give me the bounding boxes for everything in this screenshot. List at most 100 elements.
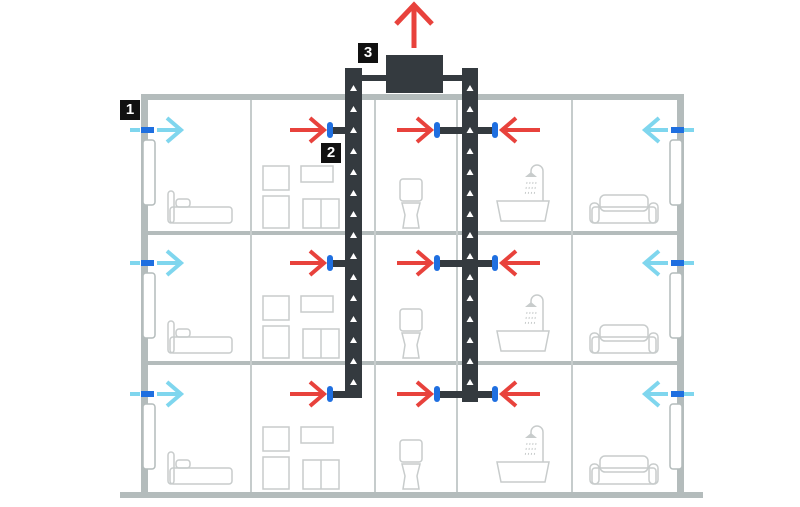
- toilet-tank: [399, 178, 423, 202]
- extract-valve-bathroom: [492, 386, 498, 402]
- water-drops: [527, 311, 531, 327]
- tub: [496, 461, 550, 483]
- water-drops: [533, 311, 537, 327]
- supply-vent-left: [141, 127, 154, 133]
- supply-vent-right: [671, 391, 684, 397]
- branch-duct-kitchen: [333, 260, 347, 267]
- stove: [262, 456, 290, 490]
- water-drops: [524, 442, 528, 458]
- airflow-up-marker: [350, 253, 357, 259]
- extract-valve-toilet: [434, 122, 440, 138]
- shower-head: [525, 302, 537, 307]
- toilet-tank: [399, 308, 423, 332]
- sofa-back: [599, 455, 649, 473]
- floor-1: [130, 116, 694, 229]
- toilet-bowl: [401, 463, 421, 490]
- fridge: [262, 426, 290, 452]
- sofa-seat: [591, 336, 657, 354]
- airflow-up-marker: [350, 274, 357, 280]
- supply-vent-left: [141, 260, 154, 266]
- airflow-up-marker: [350, 169, 357, 175]
- bed-base: [169, 336, 233, 354]
- airflow-up-marker: [466, 169, 474, 175]
- extract-air-arrow-toilet-head: [415, 380, 435, 408]
- airflow-up-marker: [466, 379, 474, 385]
- airflow-up-marker: [350, 211, 357, 217]
- airflow-up-marker: [466, 316, 474, 322]
- tub: [496, 200, 550, 222]
- water-drops: [530, 442, 534, 458]
- exhaust-system: [345, 1, 478, 402]
- tub: [496, 330, 550, 352]
- branch-duct-toilet: [440, 260, 464, 267]
- extract-valve-kitchen: [327, 122, 333, 138]
- airflow-up-marker: [350, 379, 357, 385]
- radiator-right: [669, 139, 683, 206]
- airflow-up-marker: [466, 190, 474, 196]
- water-drops: [527, 181, 531, 197]
- shower-head: [525, 172, 537, 177]
- shower-pipe: [530, 294, 544, 331]
- toilet-bowl: [401, 202, 421, 229]
- kitchen-icon: [262, 165, 340, 229]
- airflow-up-marker: [350, 106, 357, 112]
- extract-air-arrow-kitchen-head: [308, 380, 328, 408]
- label-extract-valve: 2: [321, 143, 341, 163]
- sofa-arm: [648, 463, 659, 485]
- extract-air-arrow-toilet-head: [415, 116, 435, 144]
- sofa-icon: [589, 194, 659, 224]
- floor-2: [130, 249, 694, 359]
- bed-icon: [167, 190, 233, 224]
- airflow-up-marker: [350, 358, 357, 364]
- supply-air-arrow-right-head: [641, 249, 661, 277]
- partition-wall: [374, 100, 376, 492]
- sofa-seat: [591, 467, 657, 485]
- airflow-up-marker: [350, 232, 357, 238]
- sofa-back: [599, 194, 649, 212]
- airflow-up-marker: [466, 211, 474, 217]
- airflow-up-marker: [466, 295, 474, 301]
- extract-air-arrow-bathroom-head: [498, 380, 518, 408]
- airflow-up-marker: [466, 232, 474, 238]
- sofa-icon: [589, 455, 659, 485]
- toilet-icon: [399, 178, 423, 229]
- toilet-bowl: [401, 332, 421, 359]
- supply-vent-right: [671, 260, 684, 266]
- sofa-icon: [589, 324, 659, 354]
- stove: [262, 325, 290, 359]
- airflow-up-marker: [350, 85, 357, 91]
- connector-duct-left: [362, 75, 387, 81]
- airflow-up-marker: [466, 253, 474, 259]
- wall-cabinet: [300, 165, 334, 183]
- floor-slab: [148, 361, 677, 365]
- airflow-up-marker: [350, 337, 357, 343]
- airflow-up-marker: [466, 358, 474, 364]
- shower-pipe: [530, 425, 544, 462]
- stove: [262, 195, 290, 229]
- water-drops: [524, 311, 528, 327]
- supply-air-arrow-right-head: [641, 116, 661, 144]
- bed-pillow: [175, 328, 191, 338]
- extract-air-arrow-toilet-head: [415, 249, 435, 277]
- airflow-up-marker: [350, 295, 357, 301]
- sofa-arm: [648, 202, 659, 224]
- extract-air-arrow-kitchen-head: [308, 116, 328, 144]
- water-drops: [524, 181, 528, 197]
- bed-icon: [167, 320, 233, 354]
- partition-wall: [571, 100, 573, 492]
- kitchen-icon: [262, 426, 340, 490]
- bed-icon: [167, 451, 233, 485]
- extract-air-arrow-bathroom-head: [498, 116, 518, 144]
- bed-base: [169, 206, 233, 224]
- branch-duct-bathroom: [477, 391, 493, 398]
- label-supply-vent: 1: [120, 100, 140, 120]
- bed-base: [169, 467, 233, 485]
- airflow-up-marker: [350, 148, 357, 154]
- toilet-icon: [399, 308, 423, 359]
- water-drops: [533, 442, 537, 458]
- sofa-arm: [589, 463, 600, 485]
- exhaust-arrow-head: [394, 1, 434, 26]
- bed-headboard: [167, 451, 175, 485]
